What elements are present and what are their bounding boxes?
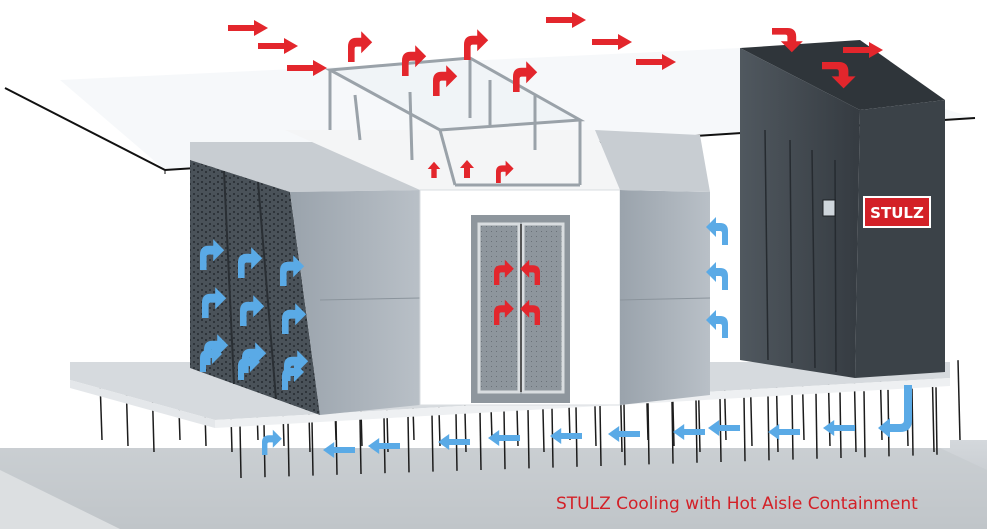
- straight-arrow-icon: [768, 424, 800, 440]
- straight-arrow-icon: [323, 442, 355, 458]
- straight-arrow-icon: [550, 428, 582, 444]
- up-turn-arrow-icon: [464, 29, 489, 60]
- straight-arrow-icon: [438, 434, 470, 450]
- cold-air-arrows: [200, 217, 912, 458]
- straight-arrow-icon: [823, 420, 855, 436]
- up-turn-arrow-icon: [282, 303, 307, 334]
- straight-arrow-icon: [708, 420, 740, 436]
- up-arrow-icon: [427, 161, 441, 178]
- ceiling-duct-frame: [324, 56, 586, 187]
- rack-dividers: [223, 170, 277, 400]
- support-post: [957, 360, 961, 441]
- support-post: [743, 397, 746, 462]
- up-turn-arrow-icon: [200, 344, 222, 372]
- up-turn-arrow-icon: [280, 255, 305, 286]
- down-turn-arrow-icon: [878, 385, 912, 438]
- support-post: [767, 396, 770, 461]
- crac-unit-front: [855, 100, 945, 378]
- support-post: [599, 405, 602, 467]
- left-row-end-panel: [290, 190, 420, 415]
- up-turn-arrow-icon: [262, 429, 282, 455]
- up-turn-arrow-icon: [238, 352, 260, 380]
- support-post: [359, 418, 362, 475]
- up-turn-arrow-icon: [706, 262, 728, 290]
- support-post: [791, 395, 794, 460]
- up-turn-arrow-icon: [513, 61, 538, 92]
- support-post: [647, 402, 650, 465]
- up-turn-arrow-icon: [494, 299, 514, 325]
- crac-unit-panel-lines: [764, 129, 837, 373]
- up-turn-arrow-icon: [706, 217, 728, 245]
- up-turn-arrow-icon: [282, 362, 304, 390]
- support-post: [479, 411, 482, 471]
- straight-arrow-icon: [488, 430, 520, 446]
- support-post: [551, 408, 554, 468]
- up-turn-arrow-icon: [348, 31, 373, 62]
- support-post: [671, 401, 674, 464]
- crac-unit-side: [740, 48, 860, 378]
- right-row-end-panel: [620, 190, 710, 405]
- straight-arrow-icon: [843, 42, 883, 58]
- up-turn-arrow-icon: [240, 295, 265, 326]
- down-turn-arrow-icon: [822, 62, 856, 89]
- crac-control-display[interactable]: [822, 199, 836, 217]
- up-turn-arrow-icon: [402, 45, 427, 76]
- straight-arrow-icon: [592, 34, 632, 50]
- straight-arrow-icon: [608, 426, 640, 442]
- up-turn-arrow-icon: [200, 239, 225, 270]
- support-post: [911, 388, 914, 456]
- straight-arrow-icon: [546, 12, 586, 28]
- support-post: [311, 421, 314, 476]
- up-arrow-icon: [460, 160, 474, 178]
- support-post: [815, 393, 818, 459]
- up-turn-arrow-icon: [494, 259, 514, 285]
- support-post: [407, 415, 410, 473]
- straight-arrow-icon: [258, 38, 298, 54]
- straight-arrow-icon: [287, 60, 327, 76]
- support-post: [863, 391, 866, 458]
- subfloor-base-edge: [0, 448, 987, 529]
- right-row-top: [595, 130, 710, 192]
- support-post: [287, 422, 290, 477]
- up-turn-arrow-icon: [202, 287, 227, 318]
- diagram-caption: STULZ Cooling with Hot Aisle Containment: [556, 494, 918, 514]
- straight-arrow-icon: [673, 424, 705, 440]
- support-post: [431, 414, 434, 472]
- svg-text:STULZ: STULZ: [870, 204, 924, 222]
- support-post: [239, 424, 242, 479]
- up-turn-arrow-icon: [520, 259, 540, 285]
- hot-air-arrows: [228, 12, 883, 325]
- up-turn-arrow-icon: [496, 160, 514, 183]
- up-turn-arrow-icon: [520, 299, 540, 325]
- support-post: [935, 387, 938, 455]
- straight-arrow-icon: [228, 20, 268, 36]
- up-turn-arrow-icon: [238, 247, 263, 278]
- straight-arrow-icon: [636, 54, 676, 70]
- stulz-logo: STULZ: [863, 196, 931, 228]
- raised-floor-left-edge: [70, 380, 215, 428]
- support-post: [527, 409, 530, 469]
- straight-arrow-icon: [368, 438, 400, 454]
- left-row-rack-fronts: [190, 160, 320, 415]
- down-turn-arrow-icon: [772, 28, 803, 53]
- up-turn-arrow-icon: [433, 65, 458, 96]
- up-turn-arrow-icon: [706, 310, 728, 338]
